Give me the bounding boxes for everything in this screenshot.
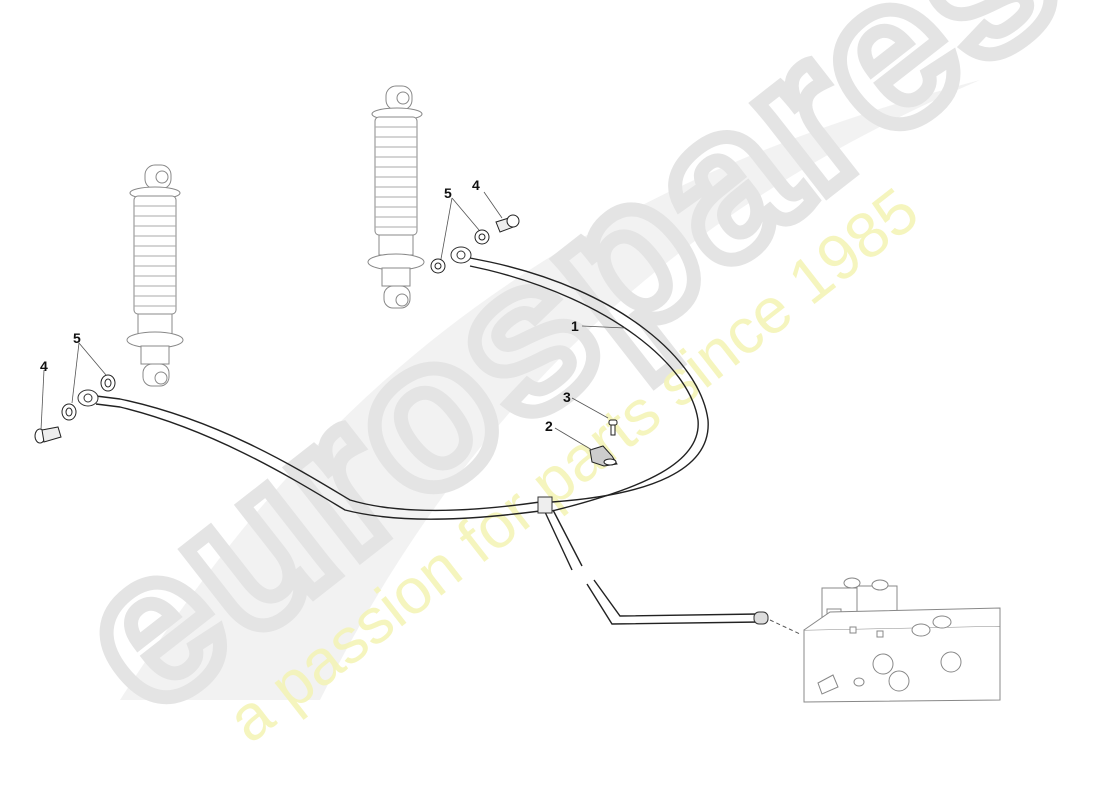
hose-eye-fitting-right <box>450 246 472 264</box>
hose-end-fitting <box>753 611 769 625</box>
shock-absorber-right <box>367 85 425 309</box>
banjo-bolt-left <box>34 426 62 444</box>
callout-3: 3 <box>563 389 571 405</box>
clamp-screw <box>608 419 618 436</box>
hose-tee-junction <box>537 496 553 514</box>
washers-right <box>430 229 490 274</box>
callout-5-right: 5 <box>444 185 452 201</box>
hydraulic-hose <box>95 257 761 625</box>
banjo-bolt-right <box>495 214 520 233</box>
callout-5-left: 5 <box>73 330 81 346</box>
assembly-dashed-line <box>769 619 801 635</box>
callout-1: 1 <box>571 318 579 334</box>
hose-eye-fitting-left <box>77 389 99 407</box>
callout-4-right: 4 <box>472 177 480 193</box>
washers-left <box>61 374 116 421</box>
callout-2: 2 <box>545 418 553 434</box>
shock-absorber-left <box>126 164 184 387</box>
hose-clamp <box>589 445 618 467</box>
leader-lines <box>40 191 626 451</box>
valve-block <box>803 577 1001 703</box>
callout-4-left: 4 <box>40 358 48 374</box>
